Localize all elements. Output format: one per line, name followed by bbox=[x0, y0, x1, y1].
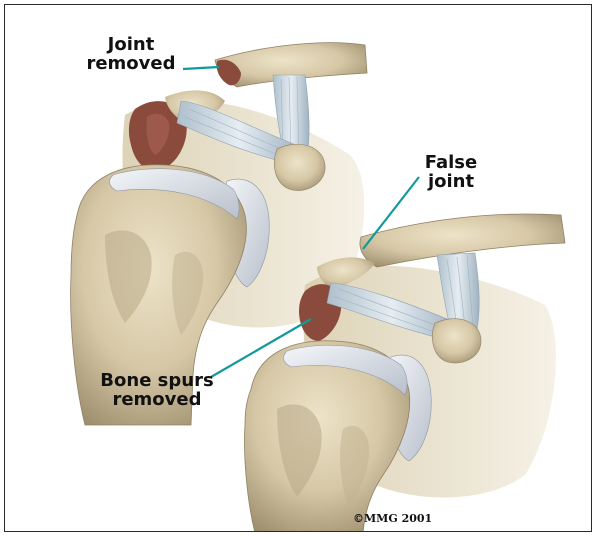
label-joint-removed: Joint removed bbox=[77, 35, 185, 73]
top-coracoid bbox=[274, 144, 325, 190]
joint-removed-leader bbox=[183, 67, 219, 69]
copyright-notice: ©MMG 2001 bbox=[353, 512, 432, 525]
label-false-joint: False joint bbox=[409, 153, 493, 191]
label-bone-spurs-line2: removed bbox=[95, 390, 219, 409]
illustration-frame: Joint removed False joint Bone spurs rem… bbox=[4, 4, 592, 532]
label-joint-removed-line1: Joint bbox=[77, 35, 185, 54]
label-false-joint-line1: False bbox=[409, 153, 493, 172]
label-bone-spurs-line1: Bone spurs bbox=[95, 371, 219, 390]
label-false-joint-line2: joint bbox=[409, 172, 493, 191]
label-bone-spurs-removed: Bone spurs removed bbox=[95, 371, 219, 409]
shoulder-anatomy-illustration bbox=[5, 5, 592, 532]
bottom-coracoid bbox=[432, 319, 481, 363]
label-joint-removed-line2: removed bbox=[77, 54, 185, 73]
